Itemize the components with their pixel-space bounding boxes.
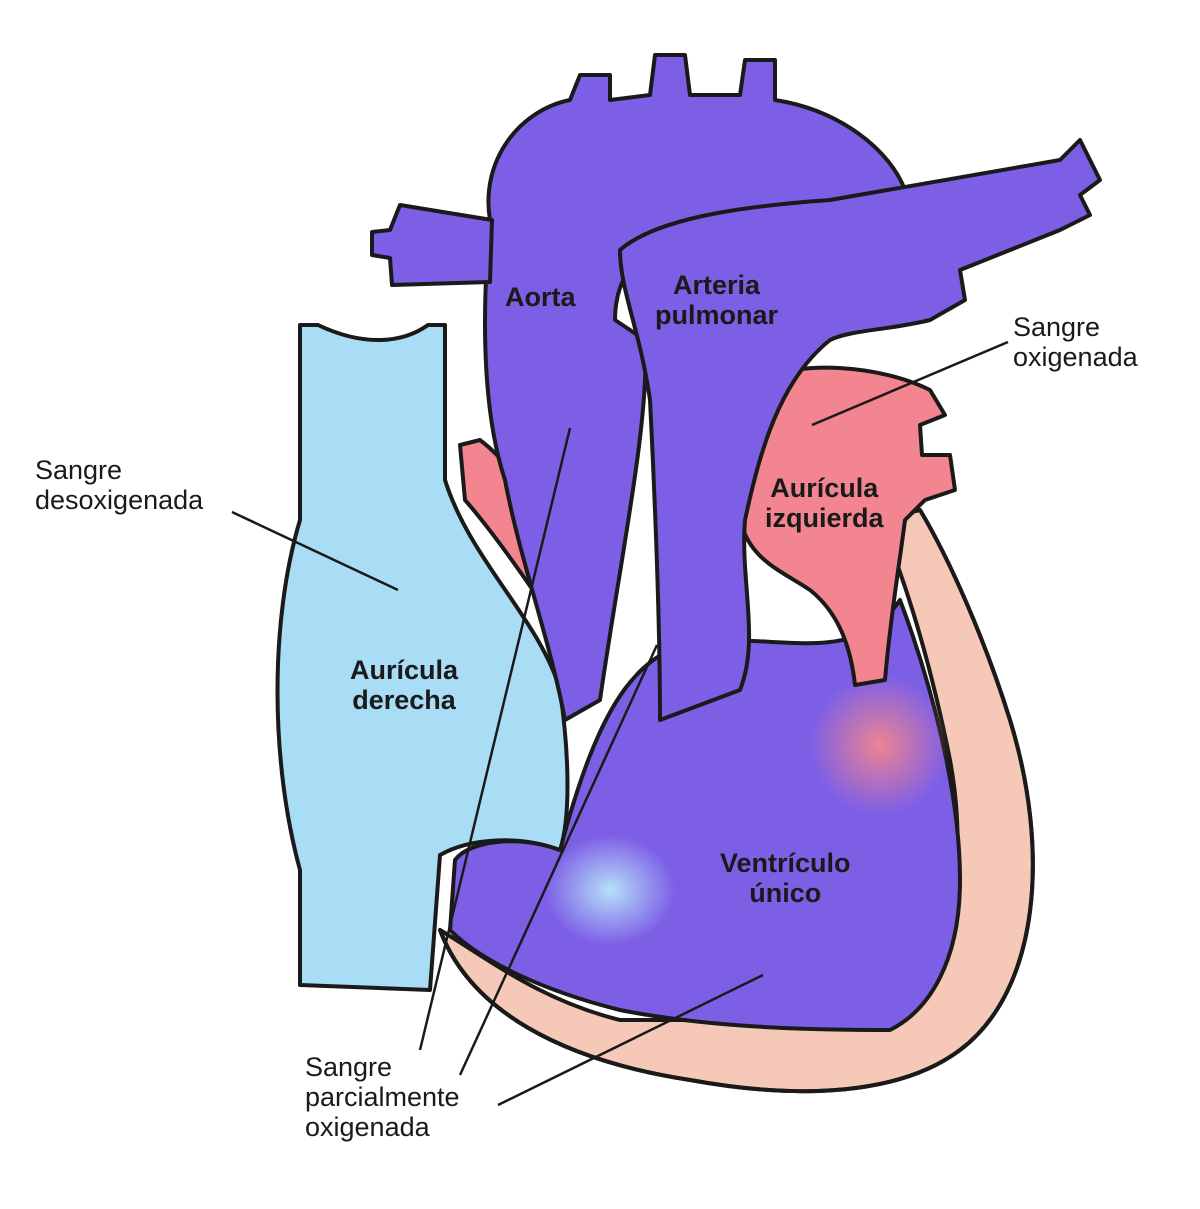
right-atrium-label: Aurícula derecha [350, 655, 459, 716]
oxygenated-blood-label: Sangre oxigenada [1013, 312, 1138, 373]
left-atrium-label: Aurícula izquierda [765, 473, 884, 534]
leader-oxygenated [811, 340, 1009, 427]
pulmonary-artery-label: Arteria pulmonar [655, 270, 779, 331]
aorta-label: Aorta [505, 282, 576, 312]
deoxygenated-blood-label: Sangre desoxigenada [35, 455, 204, 516]
left-atrium-region [738, 365, 957, 687]
leader-deoxygenated [231, 510, 399, 592]
leader-partial-2 [458, 644, 659, 1076]
leader-partial-3 [497, 973, 764, 1107]
single-ventricle-label: Ventrículo único [720, 848, 851, 909]
oxygenated-mixing-area [810, 675, 950, 815]
aorta-branch [370, 203, 494, 287]
heart-outline [438, 508, 1035, 1094]
leader-partial-1 [418, 427, 572, 1051]
partially-oxygenated-blood-label: Sangre parcialmente oxigenada [305, 1052, 460, 1143]
deoxygenated-mixing-area [545, 835, 675, 945]
right-atrium-region [275, 323, 570, 992]
pulmonary-artery-region [618, 138, 1102, 722]
